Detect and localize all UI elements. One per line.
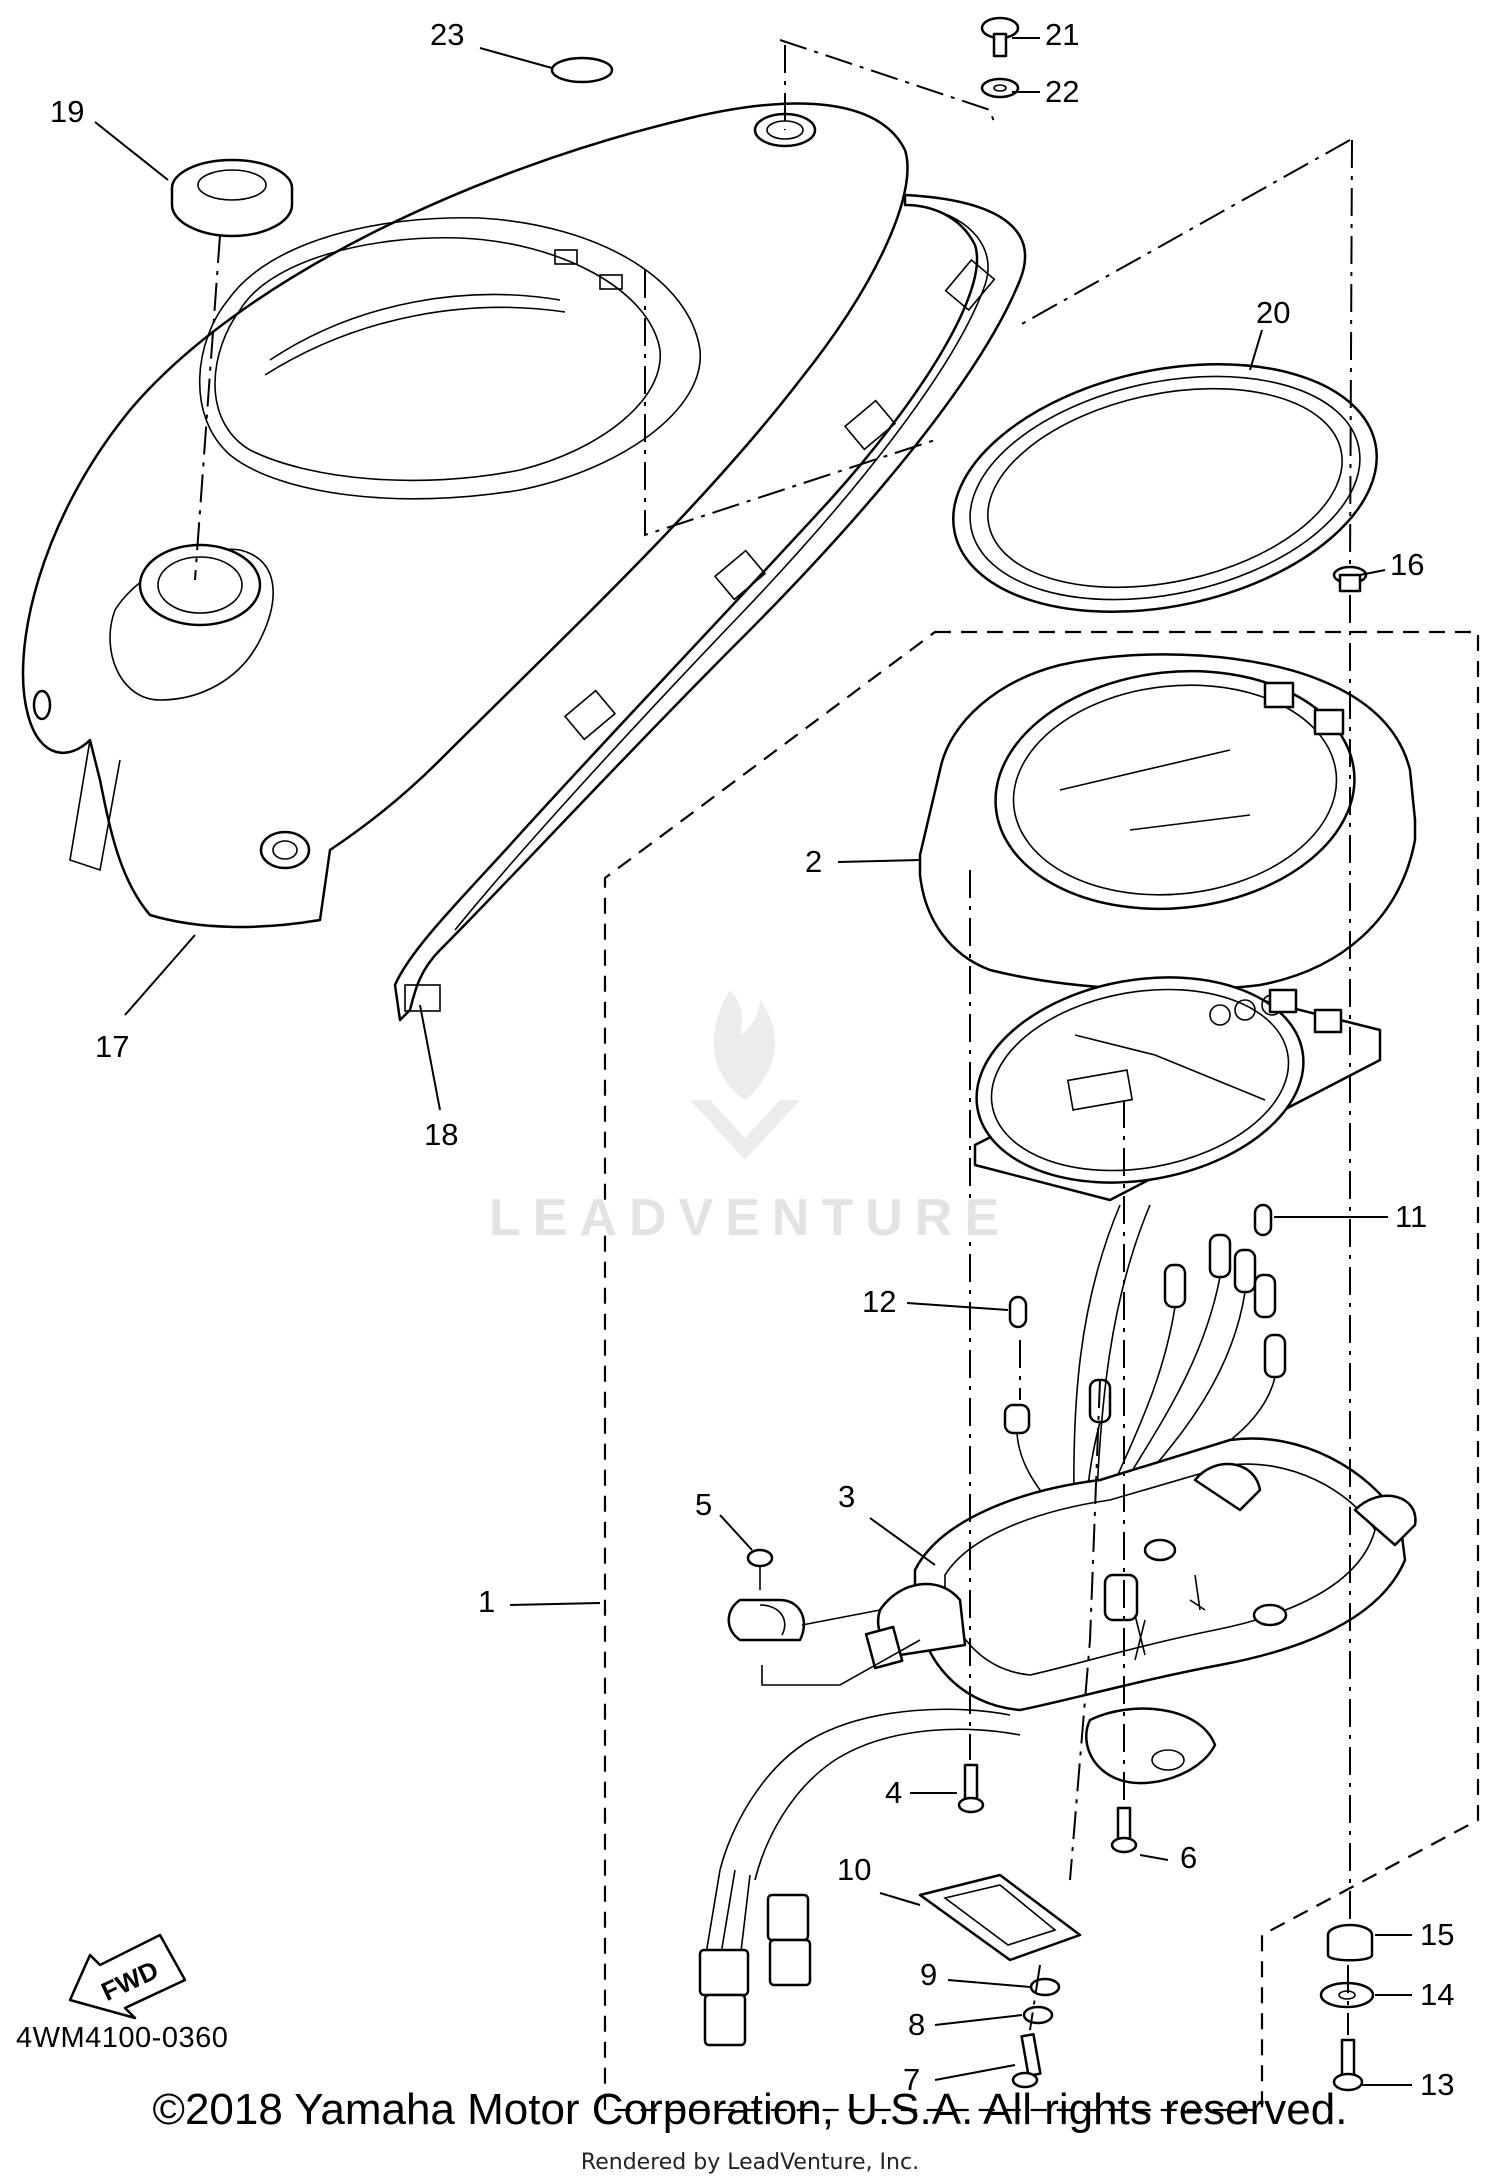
callout-11: 11 <box>1395 1199 1427 1234</box>
callout-2: 2 <box>805 844 822 879</box>
callout-7: 7 <box>903 2062 920 2097</box>
lens-gasket-part-20 <box>952 362 1378 614</box>
callout-18: 18 <box>424 1117 458 1152</box>
screw-part-7 <box>1011 2033 1042 2089</box>
callout-12: 12 <box>862 1284 896 1319</box>
screw-part-21 <box>980 16 1020 58</box>
rendered-by-credit: Rendered by LeadVenture, Inc. <box>580 2150 920 2175</box>
diagram-code: 4WM4100-0360 <box>16 2022 229 2054</box>
callout-19: 19 <box>50 94 84 129</box>
meter-lower-case-part-3 <box>864 1437 1417 1785</box>
callout-3: 3 <box>838 1479 855 1514</box>
washer-part-9 <box>1029 1977 1061 1997</box>
callout-4: 4 <box>885 1775 902 1810</box>
watermark-text: LEADVENTURE <box>488 1189 1012 1247</box>
meter-dial-assembly <box>973 976 1382 1202</box>
callout-22: 22 <box>1045 74 1079 109</box>
cable-clamp <box>727 1598 806 1642</box>
screw-part-6 <box>1110 1806 1138 1854</box>
clamp-link-lines <box>761 1609 921 1686</box>
callout-14: 14 <box>1420 1977 1454 2012</box>
callout-numbers: 23 19 21 22 20 16 2 17 18 11 12 5 3 1 4 … <box>50 17 1454 2102</box>
washer-part-8 <box>1022 2005 1054 2025</box>
callout-21: 21 <box>1045 17 1079 52</box>
bolt-part-13 <box>1332 2038 1364 2092</box>
meter-upper-case-part-2 <box>918 653 1417 992</box>
forward-direction-arrow-icon: FWD <box>68 1933 187 2020</box>
callout-17: 17 <box>95 1029 129 1064</box>
washer-part-22 <box>980 77 1020 99</box>
trim-strip-part-18 <box>393 193 1027 1022</box>
assembly-boundary-part-1 <box>603 630 1480 2112</box>
callout-13: 13 <box>1420 2067 1454 2102</box>
callout-5: 5 <box>695 1487 712 1522</box>
meter-cover-part-17 <box>21 102 909 929</box>
screw-part-5 <box>746 1548 774 1590</box>
grommet-part-16 <box>1332 565 1368 593</box>
grommet-part-15 <box>1326 1923 1374 1962</box>
callout-16: 16 <box>1390 547 1424 582</box>
screw-part-4 <box>957 1763 985 1814</box>
collar-part-14 <box>1319 1981 1375 2009</box>
wire-connectors <box>698 1893 812 2047</box>
callout-6: 6 <box>1180 1840 1197 1875</box>
bulb-part-12 <box>1003 1295 1031 1435</box>
leader-lines <box>94 37 1412 2086</box>
callout-1: 1 <box>478 1584 495 1619</box>
callout-10: 10 <box>837 1852 871 1887</box>
grommet-part-19 <box>170 158 294 238</box>
alignment-lines <box>194 39 1353 2035</box>
gasket-part-10 <box>918 1873 1082 1962</box>
callout-15: 15 <box>1420 1917 1454 1952</box>
callout-20: 20 <box>1256 295 1290 330</box>
copyright-notice: ©2018 Yamaha Motor Corporation, U.S.A. A… <box>152 2085 1348 2134</box>
callout-23: 23 <box>430 17 464 52</box>
watermark-logo <box>690 990 800 1160</box>
callout-9: 9 <box>920 1957 937 1992</box>
main-wire-lead <box>704 1708 1021 1961</box>
callout-8: 8 <box>908 2007 925 2042</box>
label-part-23 <box>550 56 614 84</box>
